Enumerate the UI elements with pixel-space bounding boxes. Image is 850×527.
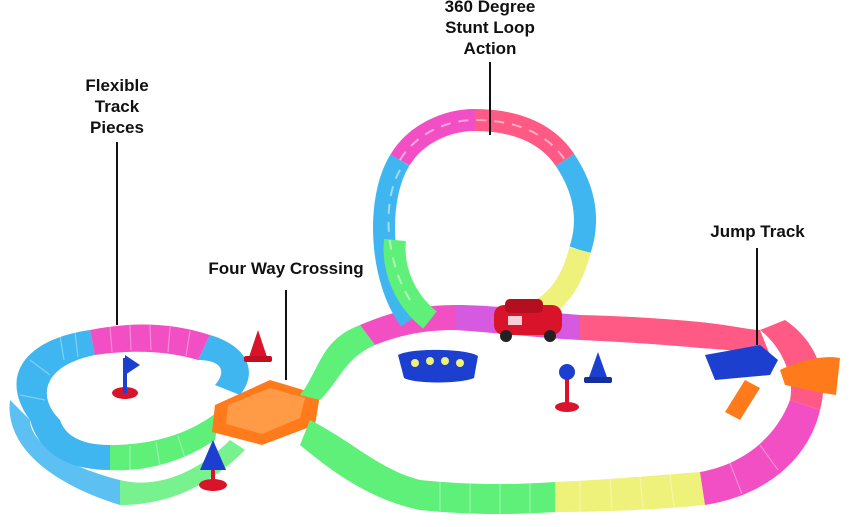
red-cone [244, 330, 272, 362]
remote-control [398, 349, 478, 383]
callout-stunt-loop-line-1: 360 Degree [444, 0, 536, 16]
callout-jump-track: Jump Track [700, 221, 815, 242]
flag-marker-right [555, 364, 579, 412]
callout-jump-label: Jump Track [710, 222, 805, 241]
callout-crossing-label: Four Way Crossing [208, 259, 364, 278]
flag-marker-front [199, 440, 227, 491]
callout-stunt-loop: 360 Degree Stunt Loop Action [420, 0, 560, 59]
callout-flexible-line-2: Track [94, 97, 140, 116]
left-track-loop [9, 324, 249, 505]
callout-stunt-loop-line-2: Stunt Loop [445, 18, 535, 37]
four-way-crossing [212, 380, 320, 445]
callout-flexible-line-1: Flexible [85, 76, 149, 95]
stunt-loop [372, 109, 596, 329]
red-toy-car [494, 299, 562, 342]
front-track [300, 320, 824, 515]
callout-flexible-line-3: Pieces [90, 118, 144, 137]
callout-four-way-crossing: Four Way Crossing [196, 258, 376, 279]
blue-cone [584, 352, 612, 383]
jump-ramp [705, 345, 840, 420]
stunt-loop-highlights [387, 118, 566, 301]
callout-stunt-loop-line-3: Action [463, 39, 517, 58]
callout-flexible-track: Flexible Track Pieces [62, 75, 172, 138]
callout-leaders [116, 62, 758, 380]
flag-marker-left [112, 355, 140, 399]
